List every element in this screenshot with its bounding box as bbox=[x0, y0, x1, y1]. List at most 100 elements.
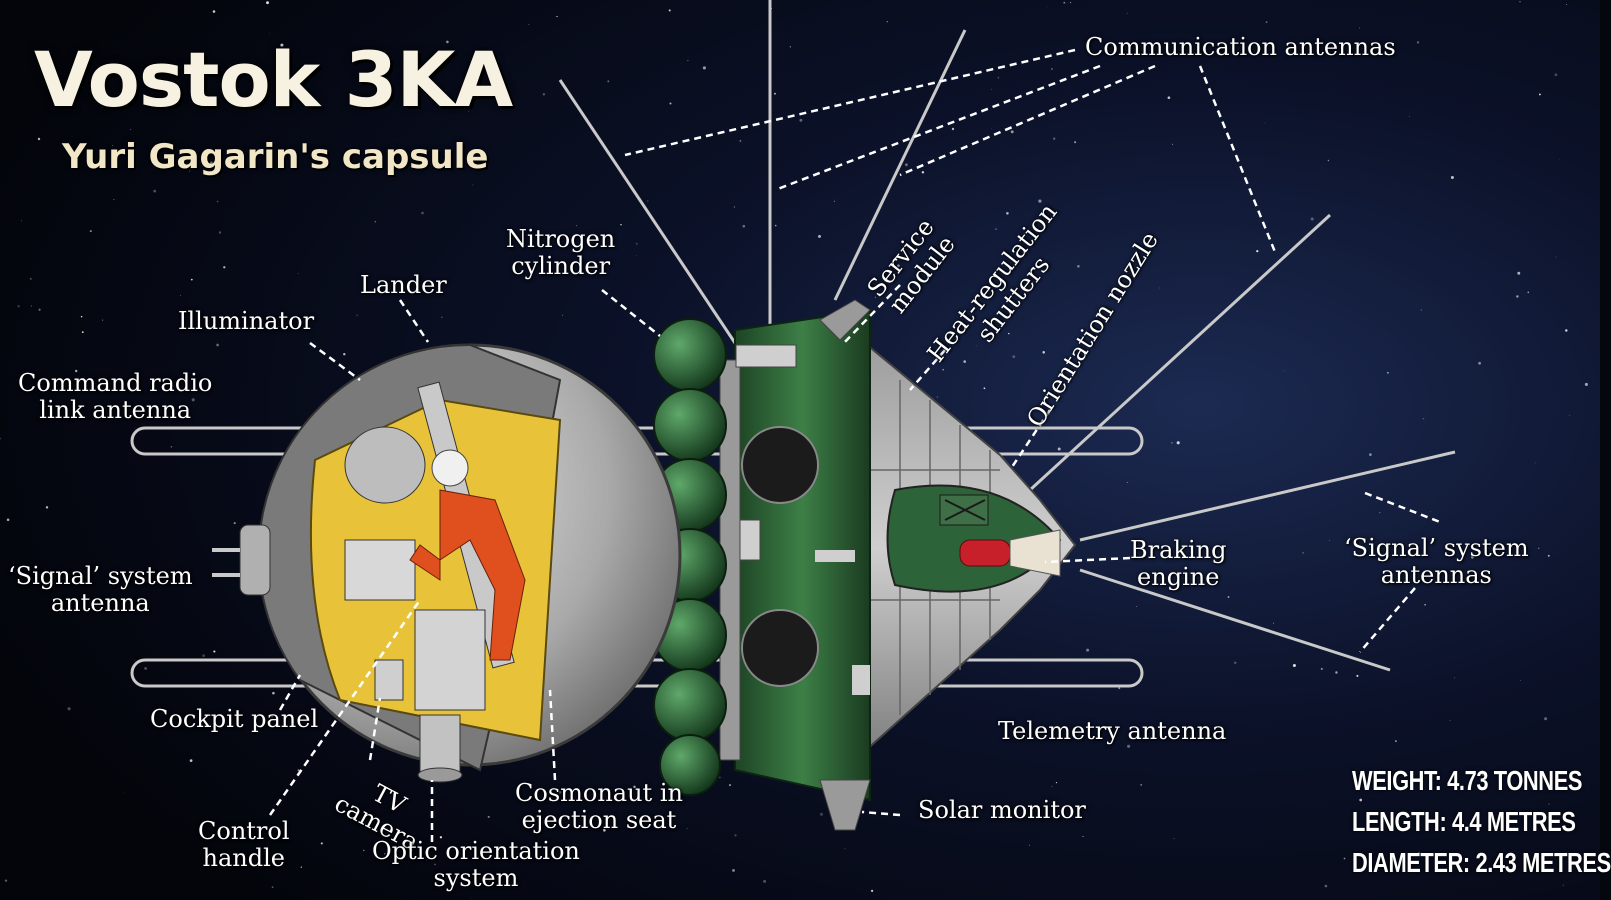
star bbox=[1369, 453, 1372, 456]
star bbox=[300, 866, 302, 868]
star bbox=[1042, 351, 1045, 354]
star bbox=[384, 853, 386, 855]
star bbox=[936, 396, 938, 398]
star bbox=[1063, 1, 1066, 4]
star bbox=[542, 93, 546, 96]
star bbox=[67, 707, 71, 711]
descent-sphere bbox=[212, 343, 682, 783]
star bbox=[719, 776, 721, 779]
spec-length: LENGTH: 4.4 METRES bbox=[1352, 806, 1576, 837]
star bbox=[1562, 884, 1564, 886]
star bbox=[528, 24, 530, 26]
star bbox=[89, 230, 92, 233]
star bbox=[1029, 844, 1030, 846]
star bbox=[951, 127, 955, 131]
star bbox=[434, 863, 436, 866]
star bbox=[1343, 857, 1346, 860]
star bbox=[179, 294, 181, 296]
star bbox=[202, 654, 206, 658]
star bbox=[102, 319, 104, 321]
star bbox=[1481, 773, 1485, 776]
star bbox=[789, 46, 792, 48]
star bbox=[191, 398, 195, 402]
star bbox=[646, 200, 649, 202]
star bbox=[37, 137, 41, 141]
star bbox=[374, 220, 377, 223]
star bbox=[223, 266, 226, 269]
star bbox=[6, 518, 10, 522]
star bbox=[1302, 551, 1305, 554]
star bbox=[1038, 199, 1042, 203]
star bbox=[112, 144, 114, 146]
spec-diameter: DIAMETER: 2.43 METRES bbox=[1352, 847, 1611, 878]
star bbox=[603, 828, 606, 832]
specs-block: WEIGHT: 4.73 TONNES LENGTH: 4.4 METRES D… bbox=[1352, 760, 1611, 883]
star bbox=[1356, 674, 1359, 677]
star bbox=[130, 129, 132, 130]
star bbox=[1172, 143, 1173, 145]
star bbox=[819, 812, 824, 816]
star bbox=[818, 234, 821, 238]
star bbox=[734, 834, 737, 837]
star bbox=[983, 387, 986, 390]
label-telemetry-antenna: Telemetry antenna bbox=[998, 717, 1227, 745]
star bbox=[1146, 574, 1148, 576]
star bbox=[1167, 96, 1171, 100]
label-lander: Lander bbox=[360, 271, 447, 299]
star bbox=[1051, 786, 1053, 788]
star bbox=[1050, 67, 1053, 70]
star bbox=[1082, 835, 1084, 837]
star bbox=[1320, 667, 1323, 670]
star bbox=[421, 211, 424, 215]
label-cockpit-panel: Cockpit panel bbox=[150, 705, 319, 733]
star bbox=[216, 200, 219, 203]
star bbox=[266, 1, 269, 5]
star bbox=[170, 445, 173, 448]
star bbox=[1127, 744, 1131, 748]
star bbox=[45, 506, 49, 509]
star bbox=[669, 102, 672, 105]
star bbox=[1283, 370, 1285, 372]
star bbox=[1010, 130, 1014, 134]
star bbox=[1273, 622, 1275, 624]
star bbox=[271, 715, 274, 718]
star bbox=[80, 315, 83, 318]
spec-weight: WEIGHT: 4.73 TONNES bbox=[1352, 765, 1583, 796]
star bbox=[380, 794, 383, 797]
star bbox=[439, 836, 443, 839]
star bbox=[21, 220, 22, 222]
star bbox=[1053, 137, 1056, 140]
star bbox=[280, 43, 284, 47]
star bbox=[320, 842, 323, 845]
star bbox=[1450, 175, 1454, 180]
star bbox=[1584, 382, 1588, 386]
label-cosmonaut-ejection-seat: Cosmonaut in ejection seat bbox=[515, 779, 683, 834]
star bbox=[774, 224, 777, 227]
star bbox=[1387, 372, 1389, 374]
star bbox=[728, 784, 732, 787]
label-control-handle: Control handle bbox=[198, 817, 290, 872]
star bbox=[575, 224, 578, 227]
label-communication-antennas: Communication antennas bbox=[1085, 33, 1396, 61]
star bbox=[1171, 442, 1173, 444]
star bbox=[1118, 687, 1121, 690]
star bbox=[1086, 648, 1090, 652]
star bbox=[189, 759, 193, 762]
star bbox=[1292, 664, 1296, 667]
star bbox=[38, 308, 41, 311]
star bbox=[1547, 554, 1550, 557]
equipment-band bbox=[719, 299, 871, 831]
star bbox=[297, 273, 299, 274]
star bbox=[1537, 547, 1540, 550]
star bbox=[1324, 884, 1328, 888]
star bbox=[1424, 604, 1426, 606]
star bbox=[1310, 217, 1314, 221]
star bbox=[1565, 329, 1568, 332]
star bbox=[558, 791, 562, 794]
star bbox=[742, 224, 746, 228]
star bbox=[1544, 717, 1548, 721]
star bbox=[874, 296, 876, 298]
star bbox=[1565, 4, 1567, 6]
star bbox=[1234, 661, 1237, 664]
